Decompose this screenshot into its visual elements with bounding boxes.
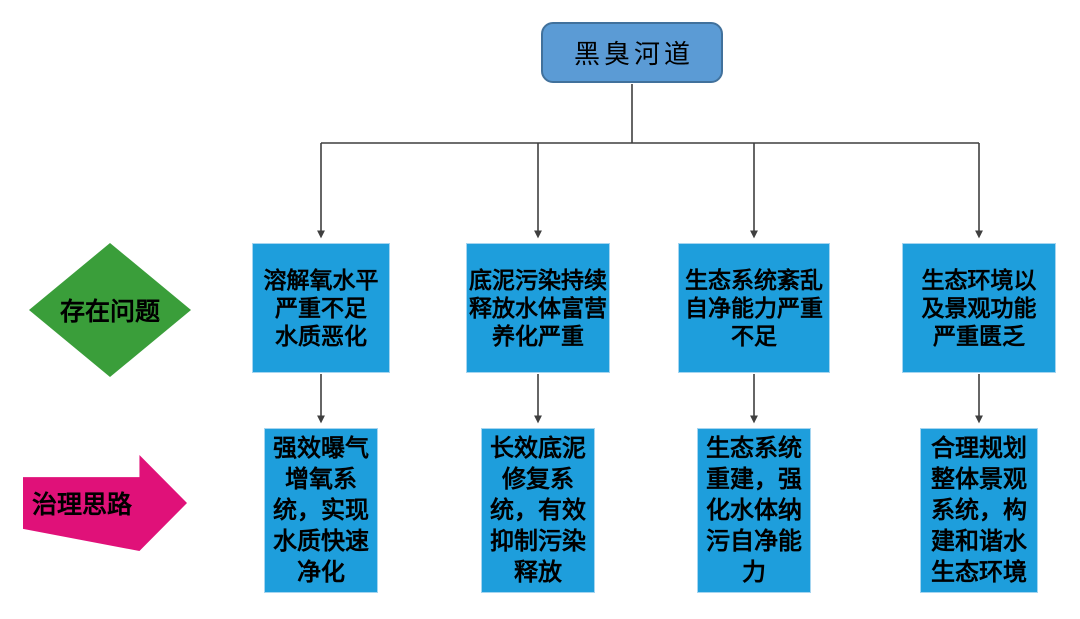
solution-node-sediment-remediation: 长效底泥 修复系 统，有效 抑制污染 释放 xyxy=(481,428,595,593)
solution-node-ecosystem-rebuild: 生态系统 重建，强 化水体纳 污自净能 力 xyxy=(697,428,811,593)
solutions-category-arrow: 治理思路 xyxy=(23,455,187,551)
problem-node-dissolved-oxygen: 溶解氧水平 严重不足 水质恶化 xyxy=(252,243,390,373)
root-node-heichou-river: 黑臭河道 xyxy=(541,22,723,83)
root-node-label: 黑臭河道 xyxy=(573,40,694,69)
problem-node-landscape-deficiency: 生态环境以 及景观功能 严重匮乏 xyxy=(902,243,1056,373)
problems-category-diamond: 存在问题 xyxy=(29,243,191,377)
problem-node-ecosystem-disorder: 生态系统紊乱 自净能力严重 不足 xyxy=(678,243,830,373)
solution-node-aeration-system: 强效曝气 增氧系 统，实现 水质快速 净化 xyxy=(264,428,378,593)
problem-node-sediment-pollution: 底泥污染持续 释放水体富营 养化严重 xyxy=(466,243,610,373)
solution-node-landscape-planning: 合理规划 整体景观 系统，构 建和谐水 生态环境 xyxy=(920,428,1038,593)
problems-category-label: 存在问题 xyxy=(59,298,160,326)
solutions-category-label: 治理思路 xyxy=(31,491,132,519)
